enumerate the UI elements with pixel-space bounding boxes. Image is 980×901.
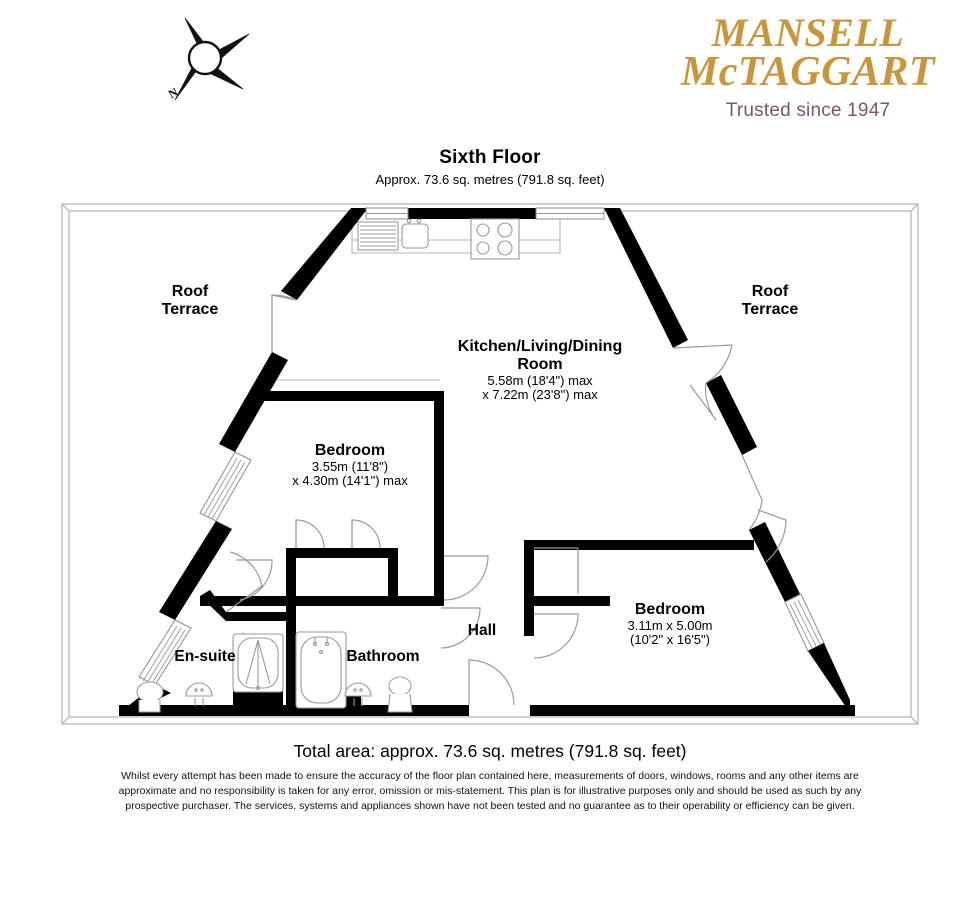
shower-icon <box>232 633 284 693</box>
basin-icon-bathroom <box>344 682 372 706</box>
basin-icon-ensuite <box>185 682 213 706</box>
floor-area-subtitle: Approx. 73.6 sq. metres (791.8 sq. feet) <box>375 172 605 187</box>
bath-icon <box>295 631 347 709</box>
compass-icon <box>174 17 250 101</box>
logo-line-mctaggart: McTAGGART <box>680 49 936 96</box>
wc-icon-bathroom <box>387 676 413 713</box>
plan-fixtures <box>136 218 579 713</box>
floor-title: Sixth Floor <box>439 147 541 168</box>
compass-rose: N <box>155 12 255 112</box>
plan-doors <box>225 294 787 706</box>
sink-icon <box>401 218 429 249</box>
sink-drainer-icon <box>357 221 399 251</box>
total-area-text: Total area: approx. 73.6 sq. metres (791… <box>293 741 687 761</box>
logo-line-mansell: MANSELL <box>711 10 905 55</box>
plan-windows <box>365 207 605 220</box>
logo-tagline: Trusted since 1947 <box>725 99 891 121</box>
hob-icon <box>470 218 520 260</box>
plan-outer-boundary <box>61 203 919 725</box>
disclaimer-text: Whilst every attempt has been made to en… <box>118 770 862 812</box>
agency-logo: MANSELL McTAGGART Trusted since 1947 <box>658 10 958 122</box>
wc-icon-ensuite <box>136 681 164 713</box>
